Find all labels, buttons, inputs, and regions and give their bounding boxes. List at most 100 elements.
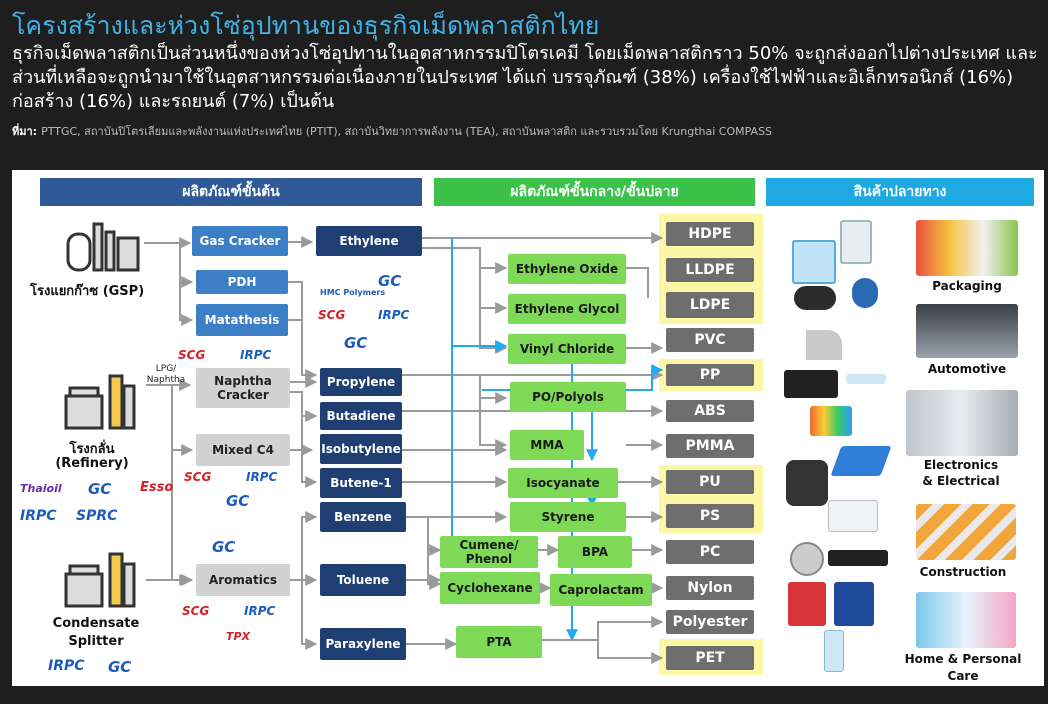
toluene-box: Toluene: [320, 564, 406, 596]
gc-logo-c4: GC: [226, 492, 250, 510]
aromatics-box: Aromatics: [196, 564, 290, 596]
jacket-blue-icon: [834, 582, 874, 626]
cyclohexane-box: Cyclohexane: [440, 572, 540, 604]
gc-logo-propylene: GC: [344, 334, 368, 352]
construction-photo: [916, 504, 1016, 560]
sprc-logo: SPRC: [76, 508, 118, 524]
thaioil-logo: Thaioil: [20, 482, 62, 495]
polyester-box: Polyester: [666, 610, 754, 634]
gc-logo-splitter: GC: [108, 658, 132, 676]
ldpe-box: LDPE: [666, 292, 754, 318]
ps-box: PS: [666, 504, 754, 528]
syringe-icon: [846, 374, 886, 384]
ethylene-box: Ethylene: [316, 226, 422, 256]
irpc-logo-naphtha: IRPC: [240, 348, 272, 362]
styrene-box: Styrene: [510, 502, 626, 532]
packaging-photo: [916, 220, 1018, 276]
ethylene-glycol-box: Ethylene Glycol: [508, 294, 626, 324]
connector-lines: [144, 232, 664, 664]
gas-plant-icon: [66, 222, 140, 272]
home-care-photo: [916, 592, 1016, 648]
benzene-box: Benzene: [320, 502, 406, 532]
construction-label: Construction: [919, 565, 1007, 579]
bag-icon: [792, 240, 836, 284]
midstream-header: ผลิตภัณฑ์ขั้นกลาง/ขั้นปลาย: [434, 178, 755, 206]
pc-box: PC: [666, 540, 754, 564]
lldpe-box: LLDPE: [666, 258, 754, 282]
hdpe-box: HDPE: [666, 222, 754, 246]
vinyl-chloride-box: Vinyl Chloride: [508, 334, 626, 364]
naphtha-cracker-box: Naphtha Cracker: [196, 368, 290, 408]
isobutylene-box: Isobutylene: [320, 434, 402, 464]
electronics-label-line2: & Electrical: [922, 474, 1000, 488]
scg-logo-c4: SCG: [184, 470, 212, 484]
refinery-label-line2: (Refinery): [55, 456, 129, 471]
refinery-label-line1: โรงกลั่น: [69, 442, 115, 457]
irpc-logo-refinery: IRPC: [20, 508, 57, 524]
packaging-label: Packaging: [932, 279, 1002, 293]
bottle-icon: [852, 278, 878, 308]
metathesis-box: Matathesis: [196, 304, 288, 336]
condensate-splitter-icon: [64, 552, 136, 608]
page-subtitle: ธุรกิจเม็ดพลาสติกเป็นส่วนหนึ่งของห่วงโซ่…: [12, 43, 1038, 112]
milk-jug-icon: [840, 220, 872, 264]
supply-chain-diagram: ผลิตภัณฑ์ขั้นต้น ผลิตภัณฑ์ขั้นกลาง/ขั้นป…: [12, 170, 1044, 686]
esso-logo: Esso: [140, 480, 174, 495]
electronics-label-line1: Electronics: [923, 458, 999, 472]
isocyanate-box: Isocyanate: [508, 468, 618, 498]
source-text: PTTGC, สถาบันปิโตรเลียมและพลังงานแห่งประ…: [41, 125, 773, 138]
page-title: โครงสร้างและห่วงโซ่อุปทานของธุรกิจเม็ดพล…: [12, 11, 600, 40]
po-polyols-box: PO/Polyols: [510, 382, 626, 412]
pta-box: PTA: [456, 626, 542, 658]
lpg-naphtha-label: LPG/ Naphtha: [146, 364, 186, 385]
mixed-c4-box: Mixed C4: [196, 434, 290, 466]
gc-logo-refinery: GC: [88, 480, 112, 498]
home-care-label-line2: Care: [947, 669, 979, 683]
bpa-box: BPA: [558, 536, 632, 568]
butene1-box: Butene-1: [320, 468, 402, 498]
gc-logo-aromatics: GC: [212, 538, 236, 556]
butadiene-box: Butadiene: [320, 402, 402, 430]
gsp-label: โรงแยกก๊าซ (GSP): [30, 284, 145, 299]
scg-logo-ethylene: SCG: [318, 308, 346, 322]
electronics-photo: [906, 390, 1018, 456]
car-seat-icon: [786, 460, 828, 506]
scg-logo-aromatics: SCG: [182, 604, 210, 618]
source-label: ที่มา:: [12, 125, 38, 138]
end-products-header: สินค้าปลายทาง: [766, 178, 1034, 206]
pvc-box: PVC: [666, 328, 754, 352]
mma-box: MMA: [510, 430, 584, 460]
source-note: ที่มา:PTTGC, สถาบันปิโตรเลียมและพลังงานแ…: [12, 122, 772, 140]
splitter-label-line2: Splitter: [68, 634, 124, 649]
bento-box-icon: [784, 370, 838, 398]
car-dashboard-icon: [828, 550, 888, 566]
cups-icon: [828, 500, 878, 532]
scg-logo-naphtha: SCG: [178, 348, 206, 362]
upstream-header: ผลิตภัณฑ์ขั้นต้น: [40, 178, 422, 206]
automotive-label: Automotive: [927, 362, 1007, 376]
irpc-logo-ethylene: IRPC: [378, 308, 410, 322]
irpc-logo-splitter: IRPC: [48, 658, 85, 674]
cd-icon: [790, 542, 824, 576]
gc-logo-ethylene: GC: [378, 272, 402, 290]
splitter-label-line1: Condensate: [52, 616, 140, 631]
gas-cracker-box: Gas Cracker: [192, 226, 288, 256]
pmma-box: PMMA: [666, 434, 754, 458]
water-bottle-icon: [824, 630, 844, 672]
pp-box: PP: [666, 364, 754, 386]
cumene-phenol-box: Cumene/ Phenol: [440, 536, 538, 568]
food-tray-icon: [794, 286, 836, 310]
home-care-label-line1: Home & Personal: [904, 652, 1022, 666]
propylene-box: Propylene: [320, 368, 402, 396]
paraxylene-box: Paraxylene: [320, 628, 406, 660]
pu-box: PU: [666, 470, 754, 494]
irpc-logo-c4: IRPC: [246, 470, 278, 484]
pipe-elbow-icon: [806, 330, 842, 360]
toy-blocks-icon: [810, 406, 852, 436]
irpc-logo-aromatics: IRPC: [244, 604, 276, 618]
automotive-photo: [916, 304, 1018, 358]
hmc-logo: HMC Polymers: [320, 288, 386, 297]
refinery-icon: [64, 374, 136, 430]
nylon-box: Nylon: [666, 576, 754, 600]
pdh-box: PDH: [196, 270, 288, 294]
